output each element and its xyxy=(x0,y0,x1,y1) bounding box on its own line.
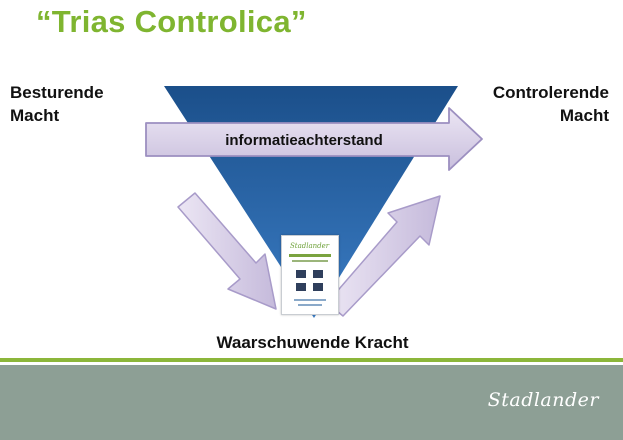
label-waarschuwende-kracht: Waarschuwende Kracht xyxy=(0,331,623,354)
footer-accent-line xyxy=(0,358,623,362)
document-title-bar xyxy=(289,254,331,257)
document-figure-box xyxy=(296,283,306,291)
label-controlerende-macht: Controlerende Macht xyxy=(439,81,609,127)
document-subtitle-bar xyxy=(292,260,328,262)
document-figure-box xyxy=(313,283,323,291)
label-left-line2: Macht xyxy=(10,106,60,125)
label-left-line1: Besturende xyxy=(10,83,104,102)
document-logo: Stadlander xyxy=(290,242,330,250)
document-footer-bar xyxy=(298,304,322,306)
footer-band xyxy=(0,365,623,440)
document-figure-box xyxy=(296,270,306,278)
document-figure-box xyxy=(313,270,323,278)
left-down-arrow xyxy=(177,192,277,310)
label-besturende-macht: Besturende Macht xyxy=(10,81,180,127)
footer-divider xyxy=(0,362,623,365)
slide-title: “Trias Controlica” xyxy=(36,4,307,39)
banner-arrow xyxy=(145,107,483,171)
label-right-line1: Controlerende xyxy=(492,83,609,102)
label-right-line2: Macht xyxy=(559,106,609,125)
brand-logo: Stadlander xyxy=(487,389,599,411)
label-bottom-text: Waarschuwende Kracht xyxy=(216,333,409,352)
banner-label: informatieachterstand xyxy=(225,132,383,149)
document-footer-bar xyxy=(294,299,326,301)
document-thumbnail: Stadlander xyxy=(281,235,339,315)
